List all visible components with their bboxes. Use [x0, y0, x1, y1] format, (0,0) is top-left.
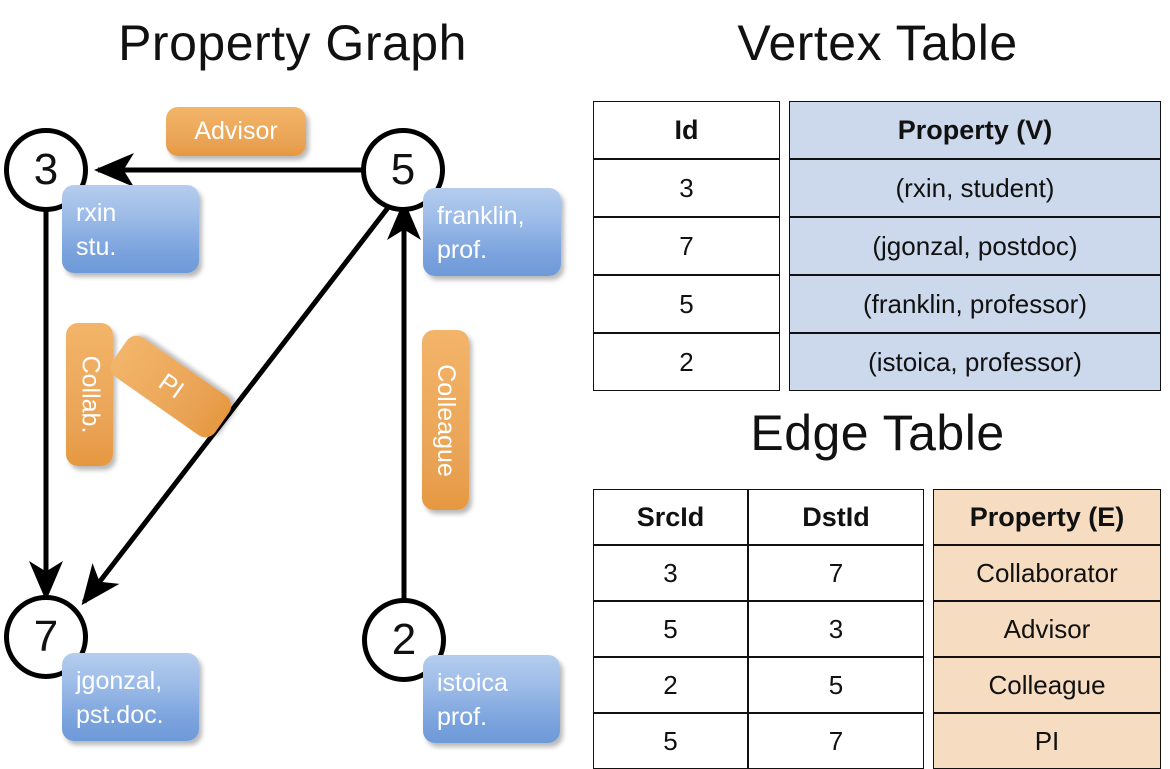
table-row: 3 (rxin, student) [593, 159, 1161, 217]
edge-row-2-src: 2 [593, 657, 748, 713]
table-row: 5 7 PI [593, 713, 1161, 769]
vertex-row-2-property: (franklin, professor) [789, 275, 1161, 333]
graph-edges-svg [29, 153, 421, 612]
edge-row-3-src: 5 [593, 713, 748, 769]
edge-label-collab[interactable]: Collab. [66, 323, 113, 466]
edge-5-to-7 [81, 194, 399, 606]
vertex-node-5-label: 5 [390, 145, 416, 194]
column-gap [780, 275, 789, 333]
table-row: 5 3 Advisor [593, 601, 1161, 657]
edge-table-header-dstid: DstId [748, 489, 924, 545]
vertex-property-rxin-line1: rxin [76, 199, 117, 227]
edge-label-advisor[interactable]: Advisor [166, 107, 306, 156]
vertex-node-3-label: 3 [33, 145, 59, 194]
vertex-property-istoica-line1: istoica [437, 669, 508, 697]
vertex-property-jgonzal-line2: pst.doc. [76, 700, 164, 729]
column-gap [780, 101, 789, 159]
vertex-node-7-label: 7 [33, 612, 59, 661]
column-gap [924, 601, 933, 657]
page-title-edge-table: Edge Table [750, 405, 1005, 461]
edge-table-header-row: SrcId DstId Property (E) [593, 489, 1161, 545]
vertex-property-box-jgonzal[interactable]: jgonzal, pst.doc. [62, 653, 199, 741]
table-row: 5 (franklin, professor) [593, 275, 1161, 333]
edge-row-0-src: 3 [593, 545, 748, 601]
edge-row-1-dst: 3 [748, 601, 924, 657]
edge-table: SrcId DstId Property (E) 3 7 Collaborato… [593, 489, 1161, 769]
vertex-property-istoica-line2: prof. [437, 702, 488, 731]
vertex-table-header-row: Id Property (V) [593, 101, 1161, 159]
edge-row-1-src: 5 [593, 601, 748, 657]
table-row: 7 (jgonzal, postdoc) [593, 217, 1161, 275]
vertex-row-3-property: (istoica, professor) [789, 333, 1161, 391]
page-title-vertex-table: Vertex Table [737, 15, 1018, 71]
column-gap [780, 217, 789, 275]
table-row: 3 7 Collaborator [593, 545, 1161, 601]
vertex-property-box-rxin[interactable]: rxin stu. [62, 185, 199, 273]
edge-row-0-dst: 7 [748, 545, 924, 601]
vertex-property-jgonzal-line1: jgonzal, [76, 667, 163, 695]
table-row: 2 5 Colleague [593, 657, 1161, 713]
vertex-row-0-property: (rxin, student) [789, 159, 1161, 217]
column-gap [780, 159, 789, 217]
vertex-property-franklin-line1: franklin, [437, 202, 525, 230]
edge-row-2-dst: 5 [748, 657, 924, 713]
edge-row-3-dst: 7 [748, 713, 924, 769]
vertex-row-3-id: 2 [593, 333, 780, 391]
edge-label-collab-text: Collab. [76, 355, 105, 434]
vertex-property-box-franklin[interactable]: franklin, prof. [423, 188, 561, 276]
vertex-table-header-id: Id [593, 101, 780, 159]
vertex-node-2-label: 2 [391, 615, 417, 664]
column-gap [924, 489, 933, 545]
edge-label-colleague-text: Colleague [432, 363, 460, 477]
edge-label-colleague[interactable]: Colleague [422, 330, 469, 510]
vertex-row-1-property: (jgonzal, postdoc) [789, 217, 1161, 275]
vertex-property-rxin-line2: stu. [76, 232, 117, 261]
column-gap [924, 545, 933, 601]
vertex-property-box-istoica[interactable]: istoica prof. [423, 655, 560, 743]
column-gap [924, 657, 933, 713]
vertex-row-2-id: 5 [593, 275, 780, 333]
edge-label-pi-text: PI [153, 367, 189, 405]
table-row: 2 (istoica, professor) [593, 333, 1161, 391]
edge-row-0-property: Collaborator [933, 545, 1161, 601]
vertex-node-2[interactable]: 2 [362, 598, 446, 682]
edge-row-3-property: PI [933, 713, 1161, 769]
column-gap [924, 713, 933, 769]
column-gap [780, 333, 789, 391]
page-title-property-graph: Property Graph [118, 15, 467, 71]
vertex-row-0-id: 3 [593, 159, 780, 217]
edge-table-header-property: Property (E) [933, 489, 1161, 545]
edge-row-2-property: Colleague [933, 657, 1161, 713]
edge-row-1-property: Advisor [933, 601, 1161, 657]
vertex-table-header-property: Property (V) [789, 101, 1161, 159]
edge-label-advisor-text: Advisor [194, 117, 278, 145]
edge-table-header-srcid: SrcId [593, 489, 748, 545]
vertex-table: Id Property (V) 3 (rxin, student) 7 (jgo… [593, 101, 1161, 391]
vertex-property-franklin-line2: prof. [437, 235, 488, 264]
property-graph-diagram: 3 5 7 2 rxin stu. franklin, prof. jgonza… [0, 0, 585, 760]
vertex-row-1-id: 7 [593, 217, 780, 275]
